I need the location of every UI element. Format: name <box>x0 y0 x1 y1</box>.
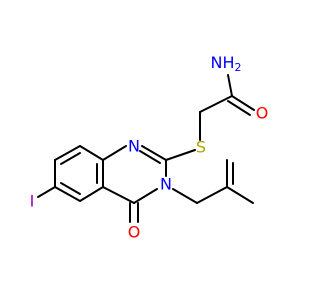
bond-c8a-c8 <box>79 145 104 161</box>
bonds <box>37 74 255 223</box>
bond-c8-c7-a <box>54 145 81 161</box>
bond-c8-c7-b <box>60 152 81 165</box>
bond-ch2-c <box>196 186 228 204</box>
atom-ring-nitrogen-bottom: N <box>160 175 172 194</box>
bond-nh2-c <box>227 74 233 97</box>
atom-ring-oxygen: O <box>128 223 141 242</box>
atom-amide-nh2: NH2 <box>211 53 242 74</box>
atom-labels: NH2 O S N N O I <box>30 53 269 242</box>
atom-amide-oxygen: O <box>256 104 269 123</box>
molecule-canvas: NH2 O S N N O I <box>29 52 269 242</box>
bond-c6-c5-a <box>54 186 81 202</box>
bond-n3-ch2 <box>172 188 198 204</box>
bond-c6-c5-b <box>60 182 81 195</box>
bond-c2-n1-a <box>141 145 167 161</box>
bond-n3-c4 <box>133 188 158 204</box>
bond-c5-c4a <box>79 186 104 202</box>
atom-ring-nitrogen-top: N <box>128 137 140 156</box>
atom-iodine: I <box>30 192 35 211</box>
bond-c4-c4a <box>102 186 135 204</box>
bond-s-c2 <box>165 149 196 161</box>
bond-c-ch2 <box>199 95 233 113</box>
bond-co-amide-b <box>227 100 251 116</box>
bond-n1-c8a <box>102 145 127 161</box>
bond-c-ch3 <box>226 186 254 204</box>
bond-c2-n1-b <box>139 150 161 164</box>
molecule-structure: NH2 O S N N O I <box>30 53 269 242</box>
atom-sulfur: S <box>196 138 206 157</box>
bond-co-amide-a <box>231 95 255 111</box>
bond-c6-i <box>37 186 56 198</box>
